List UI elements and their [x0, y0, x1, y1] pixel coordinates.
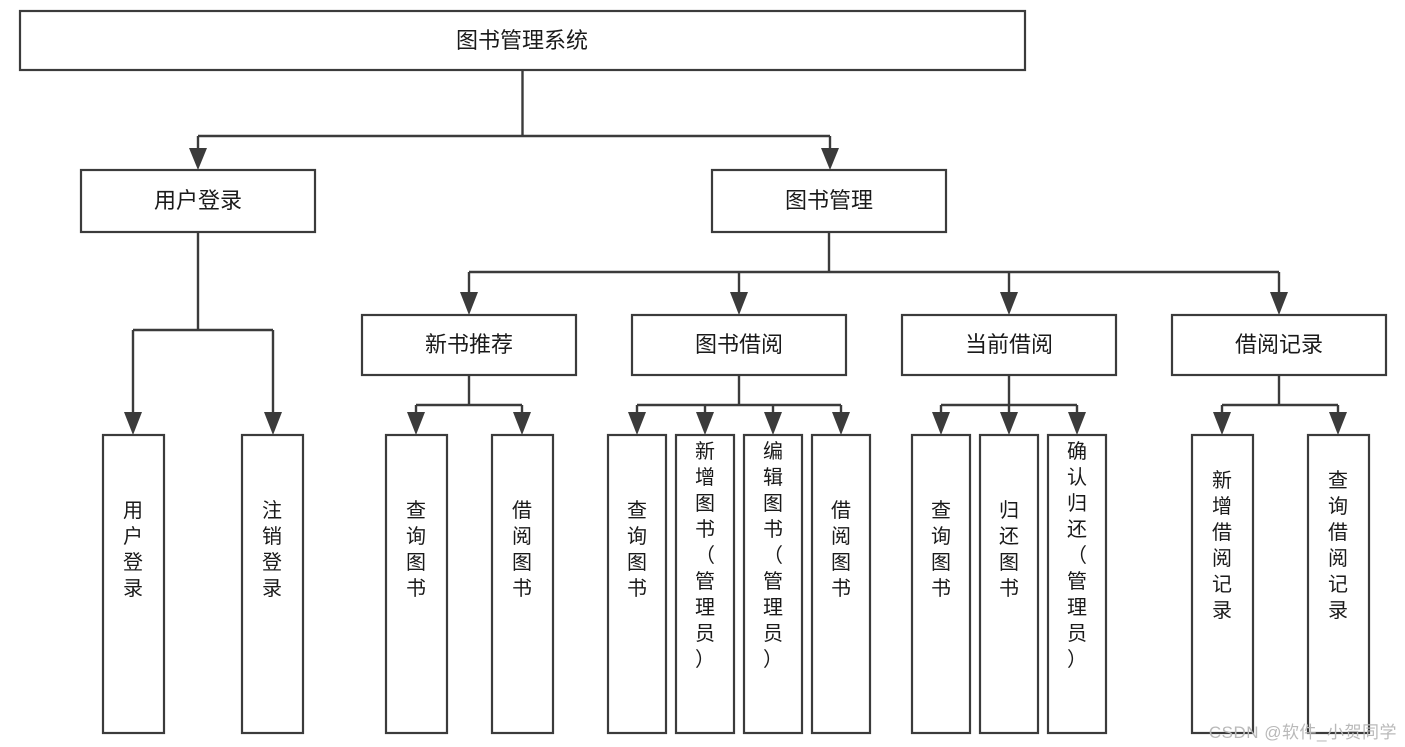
- arrow-head-leaf-add-book: [696, 412, 714, 435]
- arrow-head-borrow-record: [1270, 292, 1288, 315]
- node-leaf-edit-book-label: 编辑图书（管理员）: [763, 440, 783, 671]
- node-root-box[interactable]: [18, 9, 1027, 72]
- node-new-book-rec[interactable]: 新书推荐: [360, 313, 578, 377]
- node-leaf-return-book-label: 归还图书: [999, 499, 1019, 600]
- arrow-head-leaf-query-book-1: [407, 412, 425, 435]
- node-leaf-query-book-3-label: 查询图书: [931, 499, 951, 600]
- arrow-head-leaf-query-book-3: [932, 412, 950, 435]
- node-leaf-confirm-return[interactable]: 确认归还（管理员）: [1046, 433, 1108, 735]
- arrow-head-leaf-user-login: [124, 412, 142, 435]
- node-leaf-query-book-2-label: 查询图书: [627, 499, 647, 600]
- node-leaf-borrow-book-1-label: 借阅图书: [512, 499, 532, 600]
- node-borrow-record[interactable]: 借阅记录: [1170, 313, 1388, 377]
- connector-group-book-mgmt: [460, 232, 1288, 315]
- node-new-book-rec-label: 新书推荐: [425, 332, 513, 357]
- node-leaf-edit-book-box[interactable]: [742, 433, 804, 735]
- node-leaf-query-book-3[interactable]: 查询图书: [910, 433, 972, 735]
- connector-group-borrow-record: [1213, 375, 1347, 435]
- node-book-mgmt[interactable]: 图书管理: [710, 168, 948, 234]
- node-leaf-query-book-1-label: 查询图书: [406, 499, 426, 600]
- connector-group-new-book-rec: [407, 375, 531, 435]
- node-user-login-box[interactable]: [79, 168, 317, 234]
- node-user-login[interactable]: 用户登录: [79, 168, 317, 234]
- node-leaf-confirm-return-box[interactable]: [1046, 433, 1108, 735]
- node-leaf-user-login[interactable]: 用户登录: [101, 433, 166, 735]
- arrow-head-leaf-add-record: [1213, 412, 1231, 435]
- node-leaf-borrow-book-2-box[interactable]: [810, 433, 872, 735]
- connector-group-user-login: [124, 232, 282, 435]
- node-user-login-label: 用户登录: [154, 188, 242, 213]
- node-leaf-return-book-box[interactable]: [978, 433, 1040, 735]
- node-leaf-user-logout-box[interactable]: [240, 433, 305, 735]
- arrow-head-leaf-return-book: [1000, 412, 1018, 435]
- node-book-mgmt-box[interactable]: [710, 168, 948, 234]
- node-leaf-add-record[interactable]: 新增借阅记录: [1190, 433, 1255, 735]
- node-leaf-query-book-1[interactable]: 查询图书: [384, 433, 449, 735]
- node-leaf-return-book[interactable]: 归还图书: [978, 433, 1040, 735]
- arrow-head-user-login: [189, 148, 207, 170]
- node-leaf-query-record-box[interactable]: [1306, 433, 1371, 735]
- node-leaf-user-login-box[interactable]: [101, 433, 166, 735]
- connector-group-current-borrow: [932, 375, 1086, 435]
- arrow-head-leaf-borrow-book-2: [832, 412, 850, 435]
- node-leaf-borrow-book-1[interactable]: 借阅图书: [490, 433, 555, 735]
- arrow-head-leaf-edit-book: [764, 412, 782, 435]
- connector-group-root: [189, 70, 839, 170]
- node-leaf-add-record-box[interactable]: [1190, 433, 1255, 735]
- node-leaf-borrow-book-2[interactable]: 借阅图书: [810, 433, 872, 735]
- node-leaf-add-book-label: 新增图书（管理员）: [695, 440, 715, 671]
- arrow-head-book-borrow: [730, 292, 748, 315]
- node-book-borrow[interactable]: 图书借阅: [630, 313, 848, 377]
- arrow-head-new-book-rec: [460, 292, 478, 315]
- arrow-head-leaf-confirm-return: [1068, 412, 1086, 435]
- node-leaf-confirm-return-label: 确认归还（管理员）: [1067, 440, 1087, 671]
- arrow-head-leaf-query-book-2: [628, 412, 646, 435]
- node-root[interactable]: 图书管理系统: [18, 9, 1027, 72]
- arrow-head-book-mgmt: [821, 148, 839, 170]
- node-leaf-edit-book[interactable]: 编辑图书（管理员）: [742, 433, 804, 735]
- arrow-head-leaf-borrow-book-1: [513, 412, 531, 435]
- node-new-book-rec-box[interactable]: [360, 313, 578, 377]
- node-leaf-borrow-book-1-box[interactable]: [490, 433, 555, 735]
- node-leaf-add-book[interactable]: 新增图书（管理员）: [674, 433, 736, 735]
- node-leaf-query-book-2[interactable]: 查询图书: [606, 433, 668, 735]
- arrow-head-leaf-user-logout: [264, 412, 282, 435]
- node-leaf-add-book-box[interactable]: [674, 433, 736, 735]
- node-leaf-query-book-2-box[interactable]: [606, 433, 668, 735]
- node-leaf-query-record[interactable]: 查询借阅记录: [1306, 433, 1371, 735]
- node-borrow-record-label: 借阅记录: [1235, 332, 1323, 357]
- node-book-mgmt-label: 图书管理: [785, 188, 873, 213]
- node-current-borrow-box[interactable]: [900, 313, 1118, 377]
- connector-group-book-borrow: [628, 375, 850, 435]
- node-leaf-borrow-book-2-label: 借阅图书: [831, 499, 851, 600]
- arrow-head-leaf-query-record: [1329, 412, 1347, 435]
- node-leaf-query-book-3-box[interactable]: [910, 433, 972, 735]
- node-leaf-user-logout-label: 注销登录: [262, 499, 282, 600]
- node-root-label: 图书管理系统: [456, 28, 588, 53]
- node-leaf-user-logout[interactable]: 注销登录: [240, 433, 305, 735]
- node-leaf-query-record-label: 查询借阅记录: [1328, 469, 1348, 622]
- node-current-borrow-label: 当前借阅: [965, 332, 1053, 357]
- node-leaf-add-record-label: 新增借阅记录: [1212, 469, 1232, 622]
- node-borrow-record-box[interactable]: [1170, 313, 1388, 377]
- node-book-borrow-box[interactable]: [630, 313, 848, 377]
- node-leaf-user-login-label: 用户登录: [123, 500, 143, 600]
- node-book-borrow-label: 图书借阅: [695, 332, 783, 357]
- node-leaf-query-book-1-box[interactable]: [384, 433, 449, 735]
- node-current-borrow[interactable]: 当前借阅: [900, 313, 1118, 377]
- arrow-head-current-borrow: [1000, 292, 1018, 315]
